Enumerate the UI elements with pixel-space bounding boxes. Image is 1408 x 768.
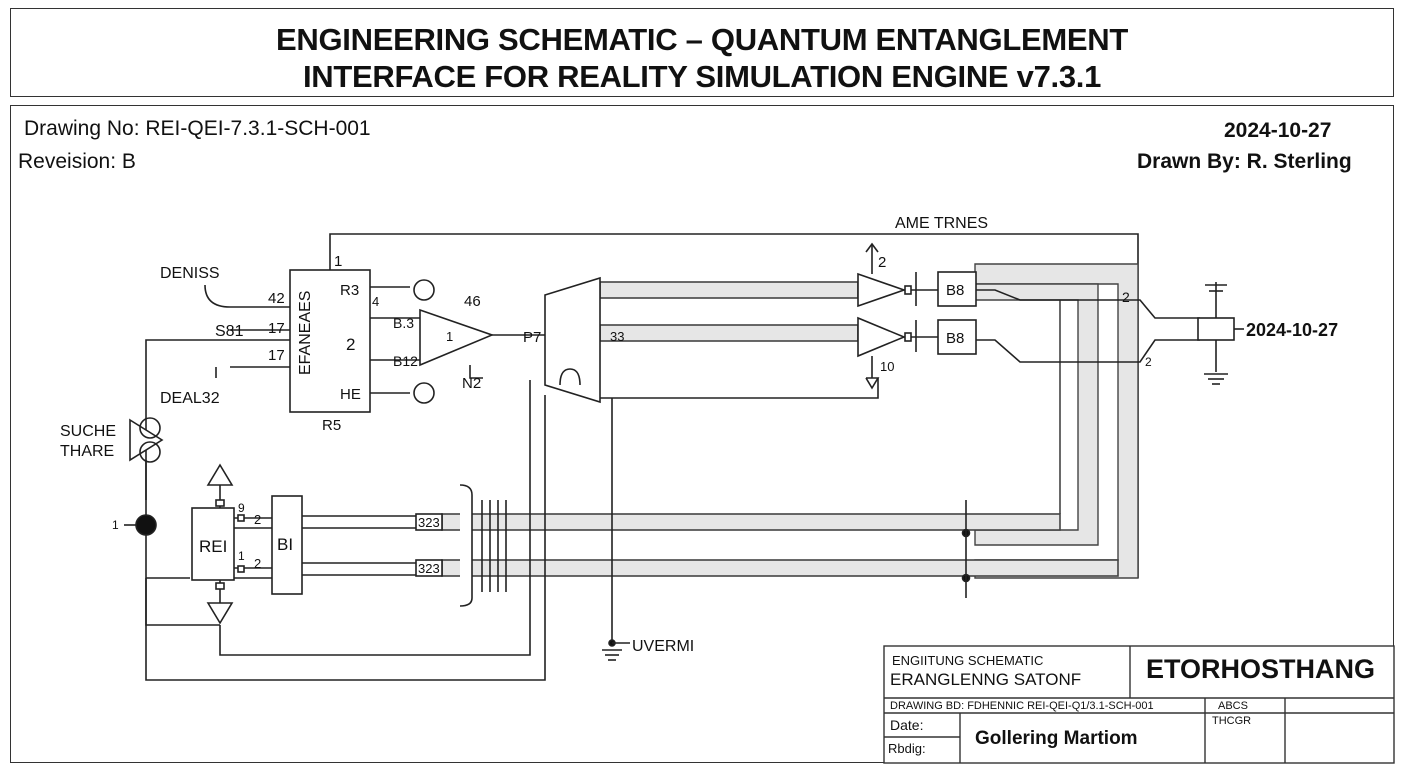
ic-pin-42: 42 (268, 290, 285, 307)
label-thare: THARE (60, 443, 114, 460)
ic-right-pin-2: 2 (346, 335, 355, 354)
b8-bottom-label: B8 (946, 330, 964, 347)
tb-title-small-2: ERANGLENNG SATONF (890, 670, 1082, 689)
connector-comb (459, 484, 473, 607)
drawing-frame (10, 105, 1394, 763)
tb-thcgr: THCGR (1212, 715, 1252, 727)
tb-company: ETORHOSTHANG (1146, 654, 1376, 684)
b8-block-bottom (937, 319, 977, 355)
tb-drawing-row: DRAWING BD: FDHENNIC REI-QEI-Q1/3.1-SCH-… (890, 700, 1154, 712)
rei-pin-1: 9 (238, 501, 245, 515)
ic-main (289, 269, 371, 413)
right-date-label: 2024-10-27 (1246, 320, 1338, 340)
ground-label: UVERMI (632, 638, 694, 655)
bus-label-box-a (415, 513, 443, 531)
ic-main-label: EFANEAES (297, 291, 314, 375)
label-s81: S81 (215, 323, 244, 340)
ic-pin-17a: 17 (268, 320, 285, 337)
label-denss: DENISS (160, 265, 220, 282)
b8-block-top (937, 271, 977, 307)
test-point-bottom (413, 382, 435, 404)
bus-label-b: 323 (418, 561, 440, 576)
label-deal32: DEAL32 (160, 390, 220, 407)
b8-top-label: B8 (946, 282, 964, 299)
ic-pin-top: 1 (334, 253, 342, 270)
bus-label-a: 323 (418, 515, 440, 530)
buffer-top-pin: 2 (878, 254, 886, 271)
net-p7: P7 (523, 329, 541, 346)
tb-date-label: Date: (890, 717, 924, 733)
ic-right-pin-b12: B12 (393, 353, 418, 369)
label-suche: SUCHE (60, 423, 116, 440)
mux-in: 33 (610, 329, 624, 344)
node-label: 1 (112, 518, 119, 532)
tb-approver: Gollering Martiom (975, 728, 1138, 749)
tb-title-small-1: ENGIITUNG SCHEMATIC (892, 653, 1044, 668)
rei-pin-2: 2 (254, 512, 261, 527)
rei-pin-3: 1 (238, 549, 245, 563)
ic-right-pin-4: 4 (372, 294, 379, 309)
right-term-1: 2 (1122, 289, 1130, 305)
ic-right-pin-he: HE (340, 386, 361, 403)
test-point-top (413, 279, 435, 301)
revision: Reveision: B (18, 150, 136, 173)
rei-block (191, 507, 235, 581)
ic-right-pin-b3: B.3 (393, 315, 414, 331)
opamp-out: N2 (462, 375, 481, 392)
drawing-number: Drawing No: REI-QEI-7.3.1-SCH-001 (24, 117, 371, 140)
buffer-bottom (857, 316, 907, 358)
rei-pin-4: 2 (254, 556, 261, 571)
bus-label-box-b (415, 559, 443, 577)
drawn-by: Drawn By: R. Sterling (1137, 150, 1352, 173)
gate-symbol (129, 418, 164, 462)
ic-bottom-label: R5 (322, 417, 341, 434)
opamp (419, 308, 495, 367)
tb-abcs: ABCS (1218, 700, 1248, 712)
rei-block-label: REI (199, 537, 227, 556)
top-bus-label: AME TRNES (895, 215, 988, 232)
bi-block (271, 495, 303, 595)
right-term-2: 2 (1145, 355, 1152, 369)
bi-block-label: BI (277, 535, 293, 554)
mux-block (544, 276, 601, 404)
title-frame: ENGINEERING SCHEMATIC – QUANTUM ENTANGLE… (10, 8, 1394, 97)
buffer-bottom-pin: 10 (880, 359, 894, 374)
opamp-in: 1 (446, 329, 453, 344)
tb-rbdig: Rbdig: (888, 741, 926, 756)
ic-right-pin-r3: R3 (340, 282, 359, 299)
title-line-2: INTERFACE FOR REALITY SIMULATION ENGINE … (302, 59, 1102, 94)
title-line-1: ENGINEERING SCHEMATIC – QUANTUM ENTANGLE… (276, 22, 1128, 57)
buffer-top (857, 272, 907, 308)
header-date: 2024-10-27 (1224, 119, 1332, 142)
opamp-label-46: 46 (464, 293, 481, 310)
ic-pin-17b: 17 (268, 347, 285, 364)
